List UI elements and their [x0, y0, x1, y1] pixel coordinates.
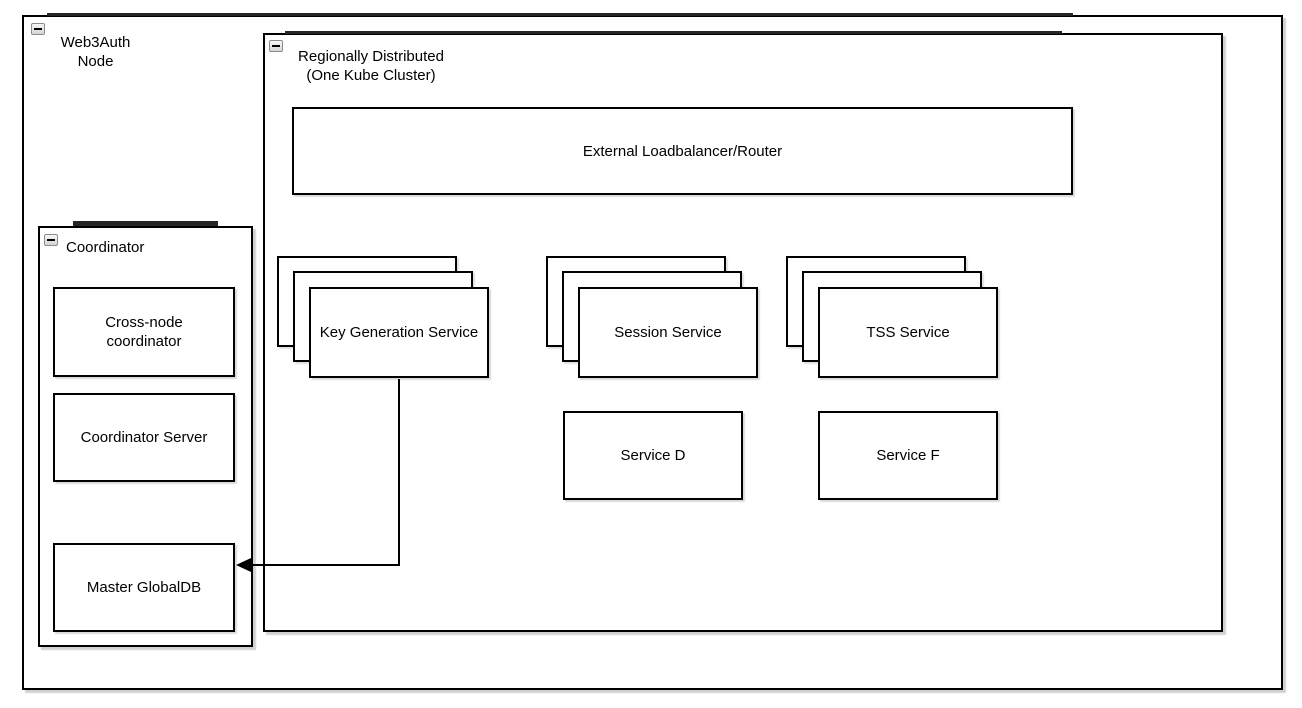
label-web3auth-node: Web3Auth Node	[60, 34, 131, 70]
box-key-generation-service: Key Generation Service	[309, 287, 489, 378]
box-tss-service: TSS Service	[818, 287, 998, 378]
label-regionally-distributed: Regionally Distributed (One Kube Cluster…	[298, 48, 444, 84]
box-session-service: Session Service	[578, 287, 758, 378]
container-coordinator-top-edge	[73, 221, 218, 226]
label-tss-service: TSS Service	[866, 324, 950, 341]
stack-key-generation-service: Key Generation Service	[277, 256, 489, 378]
label-cross-node-coordinator: Cross-node coordinator	[105, 314, 183, 350]
box-master-globaldb: Master GlobalDB	[53, 543, 235, 632]
container-web3auth-top-edge	[47, 13, 1073, 16]
box-service-f: Service F	[818, 411, 998, 500]
stack-tss-service: TSS Service	[786, 256, 998, 378]
collapse-button-regionally-distributed[interactable]	[269, 40, 283, 52]
label-coordinator: Coordinator	[66, 239, 145, 256]
collapse-button-coordinator[interactable]	[44, 234, 58, 246]
box-cross-node-coordinator: Cross-node coordinator	[53, 287, 235, 377]
container-regionally-top-edge	[285, 31, 1062, 34]
minus-icon	[34, 28, 42, 30]
label-key-generation-service: Key Generation Service	[319, 324, 479, 341]
label-service-d: Service D	[620, 447, 686, 464]
box-service-d: Service D	[563, 411, 743, 500]
box-coordinator-server: Coordinator Server	[53, 393, 235, 482]
label-master-globaldb: Master GlobalDB	[86, 579, 202, 596]
minus-icon	[47, 239, 55, 241]
collapse-button-web3auth[interactable]	[31, 23, 45, 35]
stack-session-service: Session Service	[546, 256, 758, 378]
box-external-loadbalancer: External Loadbalancer/Router	[292, 107, 1073, 195]
label-service-f: Service F	[876, 447, 940, 464]
minus-icon	[272, 45, 280, 47]
label-session-service: Session Service	[614, 324, 722, 341]
label-external-loadbalancer: External Loadbalancer/Router	[582, 142, 783, 160]
label-coordinator-server: Coordinator Server	[80, 429, 208, 446]
